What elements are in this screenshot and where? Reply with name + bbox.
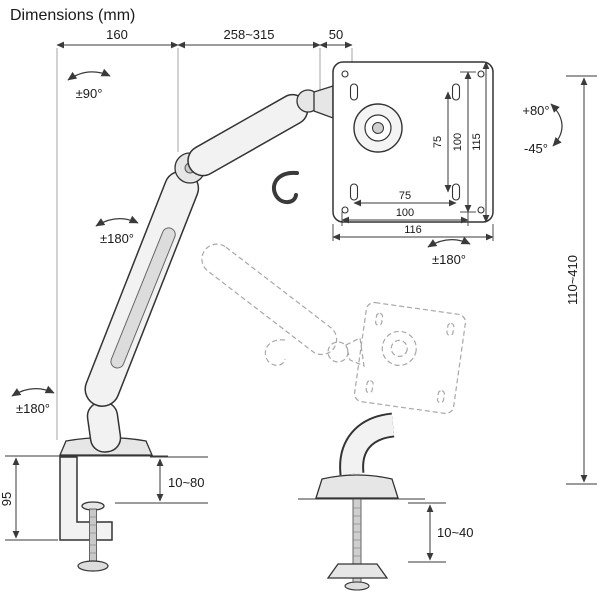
dim-vesa-h116-label: 116 — [404, 224, 422, 236]
dim-head-depth-label: 50 — [329, 27, 343, 42]
swivel-top-label: ±90° — [76, 86, 103, 101]
grommet-arm-stub — [341, 414, 395, 476]
swivel-arm-annotation: ±180° — [95, 215, 139, 246]
arm-upper-segment — [187, 93, 309, 177]
dim-base-to-elbow-label: 160 — [106, 27, 128, 42]
ghost-cable-hook — [264, 339, 286, 366]
rotate-arrow-icon — [67, 68, 111, 81]
clamp-bracket — [59, 456, 113, 541]
grommet-base-disc — [315, 474, 399, 499]
rotate-arrow-icon — [427, 236, 471, 248]
tilt-annotation: +80° -45° — [522, 103, 563, 156]
top-dimensions: 160 258~315 50 — [56, 27, 353, 49]
monitor-arm — [59, 85, 334, 456]
tilt-down-label: -45° — [524, 141, 548, 156]
dim-vesa-v100-label: 100 — [452, 133, 464, 151]
vesa-plate — [332, 61, 494, 223]
rotate-arrow-icon — [95, 215, 139, 227]
ghost-wrist-joint — [327, 341, 349, 363]
tilt-up-label: +80° — [522, 103, 549, 118]
extension-lines — [56, 48, 353, 440]
swivel-top-annotation: ±90° — [67, 68, 111, 101]
swivel-base-annotation: ±180° — [11, 385, 55, 416]
grommet-nut — [344, 581, 370, 591]
clamp-height-dimension: 95 — [0, 455, 58, 541]
dim-vesa-h100-label: 100 — [396, 207, 414, 219]
vesa-hub-center — [372, 122, 384, 134]
vesa-slot — [349, 83, 359, 101]
page-title: Dimensions (mm) — [10, 7, 135, 24]
cable-hook — [271, 170, 299, 204]
tilt-arrow-icon — [550, 103, 563, 147]
dim-vesa-v75-label: 75 — [432, 136, 444, 148]
vesa-slot — [451, 183, 461, 201]
vesa-slot — [451, 83, 461, 101]
vesa-connector — [313, 85, 334, 119]
swivel-plate-label: ±180° — [432, 252, 466, 267]
dim-height-range-label: 110~410 — [565, 255, 580, 305]
clamp-range-dimension: 10~80 — [115, 456, 208, 504]
vesa-slot — [349, 183, 359, 201]
vesa-horizontal-dimensions: 75 100 116 — [332, 190, 494, 241]
dim-vesa-v115-label: 115 — [471, 133, 483, 151]
height-dimension: 110~410 — [565, 75, 597, 485]
grommet-mount — [298, 412, 425, 591]
arm-gas-spring — [110, 227, 176, 369]
dim-grommet-range-label: 10~40 — [437, 525, 474, 540]
swivel-arm-label: ±180° — [100, 231, 134, 246]
ghost-vesa-connector — [345, 337, 365, 367]
ghost-vesa-plate — [353, 301, 467, 415]
grommet-range-dimension: 10~40 — [408, 502, 474, 563]
dim-clamp-range-label: 10~80 — [168, 475, 205, 490]
swivel-base-label: ±180° — [16, 401, 50, 416]
clamp-knob — [77, 560, 109, 572]
dim-clamp-height-label: 95 — [0, 492, 14, 506]
grommet-bracket — [326, 563, 389, 579]
rotate-arrow-icon — [11, 385, 55, 397]
desk-clamp — [20, 455, 168, 572]
swivel-plate-annotation: ±180° — [427, 236, 471, 267]
dim-vesa-h75-label: 75 — [399, 190, 411, 202]
ghost-arm — [201, 243, 365, 367]
dim-arm-reach-label: 258~315 — [224, 27, 275, 42]
